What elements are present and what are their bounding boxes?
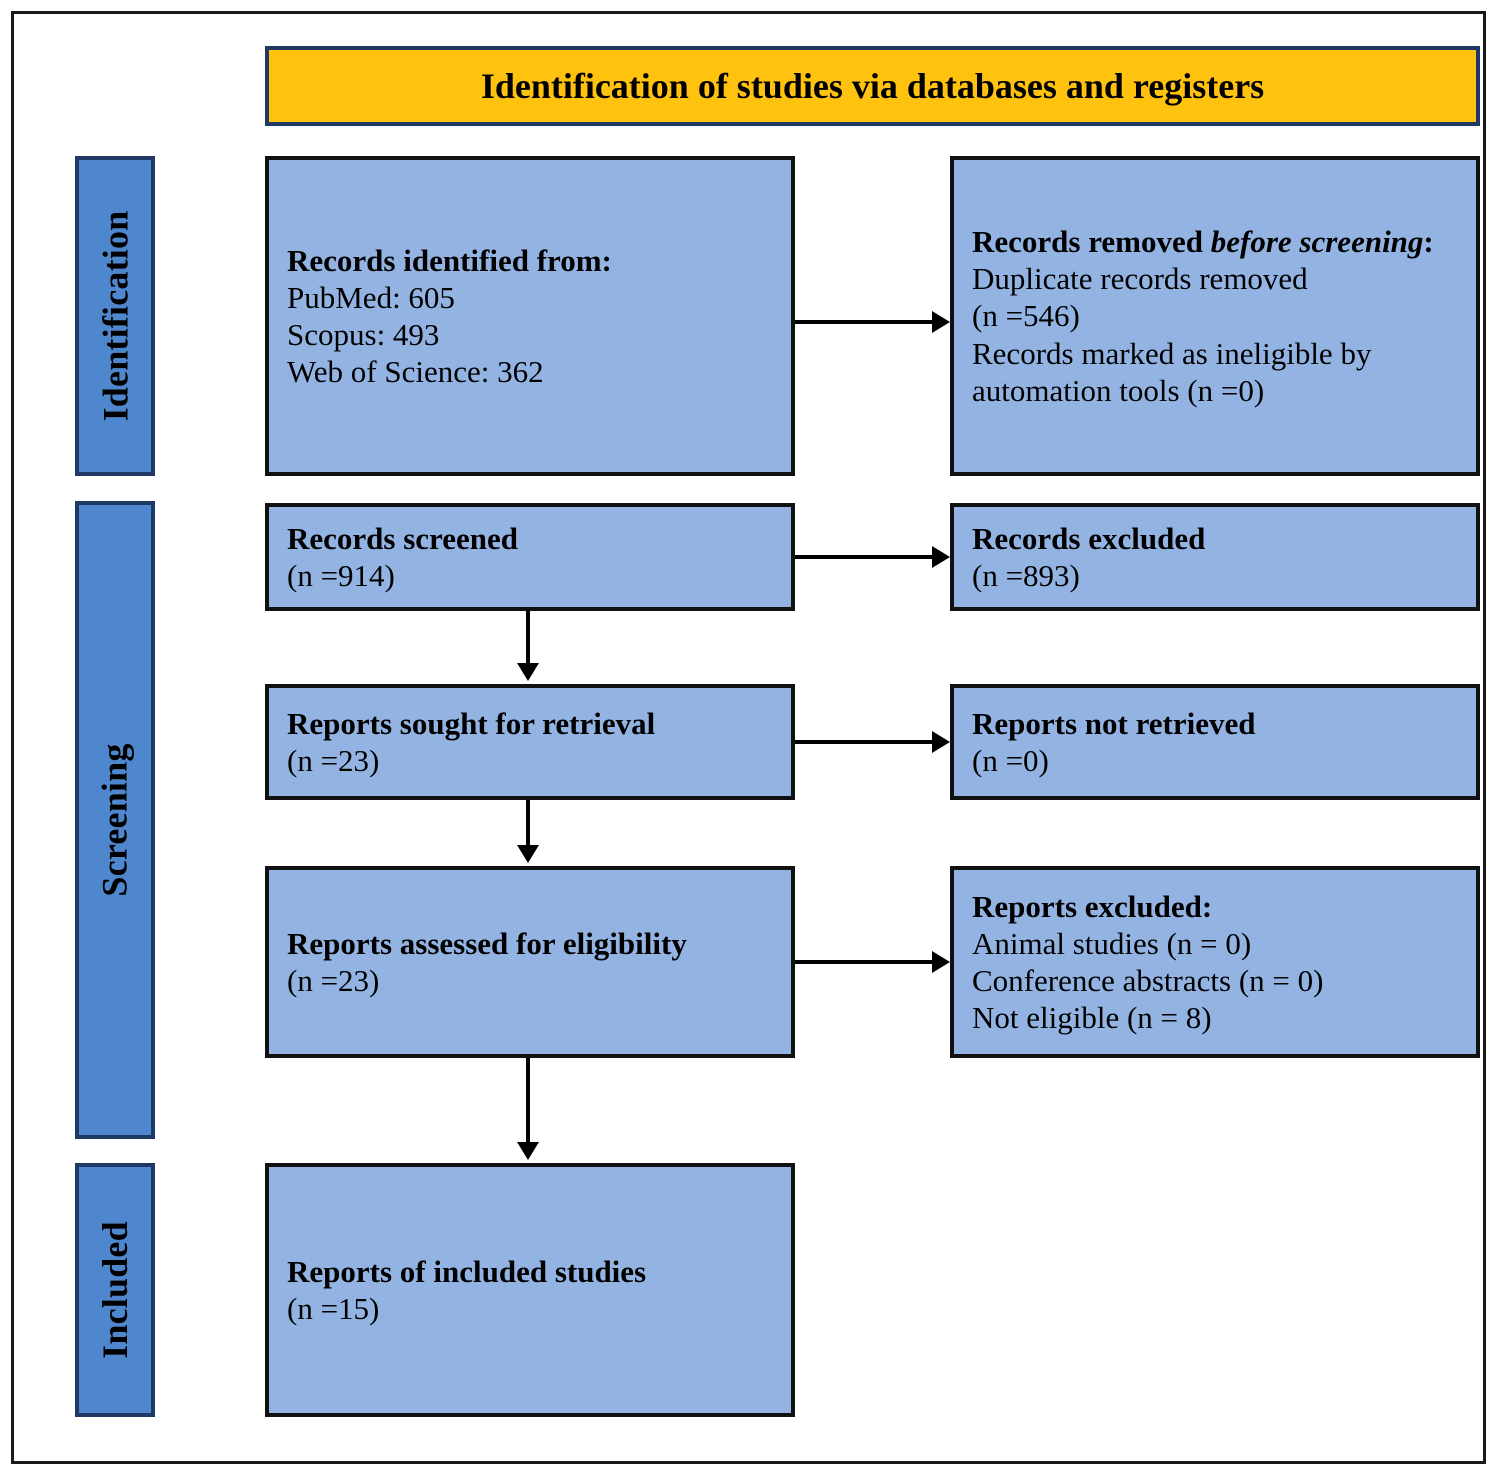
connector-sought-to-assessed	[526, 800, 530, 848]
diagram-banner: Identification of studies via databases …	[265, 46, 1480, 126]
reports-sought-count: (n =23)	[287, 743, 380, 778]
node-reports-assessed-for-eligibility: Reports assessed for eligibility (n =23)	[265, 866, 795, 1058]
arrowhead-assessed-to-excluded	[932, 951, 950, 973]
reports-not-retrieved-count: (n =0)	[972, 743, 1049, 778]
phase-label-screening: Screening	[95, 743, 136, 897]
records-excluded-heading: Records excluded	[972, 520, 1206, 556]
arrowhead-sought-to-assessed	[517, 845, 539, 863]
reports-sought-heading: Reports sought for retrieval	[287, 705, 656, 741]
reports-assessed-heading: Reports assessed for eligibility	[287, 925, 687, 961]
node-records-removed-before-screening: Records removed before screening: Duplic…	[950, 156, 1480, 476]
node-records-identified: Records identified from: PubMed: 605 Sco…	[265, 156, 795, 476]
records-identified-heading: Records identified from:	[287, 242, 612, 278]
records-screened-heading: Records screened	[287, 520, 519, 556]
phase-label-identification: Identification	[95, 210, 135, 422]
records-removed-automation-count: automation tools (n =0)	[972, 372, 1265, 408]
records-removed-heading-part1: Records removed	[972, 224, 1211, 260]
connector-sought-to-not-retrieved	[795, 740, 932, 744]
reports-included-heading: Reports of included studies	[287, 1253, 647, 1289]
records-removed-duplicates-label: Duplicate records removed	[972, 261, 1308, 297]
reports-excluded-animal-studies: Animal studies (n = 0)	[972, 925, 1252, 961]
records-removed-duplicates-count: (n =546)	[972, 298, 1080, 334]
arrowhead-sought-to-not-retrieved	[932, 731, 950, 753]
arrowhead-screened-to-sought	[517, 663, 539, 681]
banner-title: Identification of studies via databases …	[480, 66, 1265, 106]
records-identified-source-wos: Web of Science: 362	[287, 354, 544, 390]
node-reports-sought-for-retrieval: Reports sought for retrieval (n =23)	[265, 684, 795, 800]
records-excluded-count: (n =893)	[972, 558, 1080, 593]
records-removed-heading: Records removed before screening:	[972, 223, 1462, 260]
node-reports-excluded: Reports excluded: Animal studies (n = 0)…	[950, 866, 1480, 1058]
connector-screened-to-excluded	[795, 555, 932, 559]
records-identified-source-scopus: Scopus: 493	[287, 317, 440, 352]
connector-screened-to-sought	[526, 611, 530, 666]
connector-identified-to-removed	[795, 320, 932, 324]
node-reports-not-retrieved: Reports not retrieved (n =0)	[950, 684, 1480, 800]
records-screened-count: (n =914)	[287, 558, 395, 593]
connector-assessed-to-included	[526, 1058, 530, 1145]
records-identified-source-pubmed: PubMed: 605	[287, 279, 455, 315]
arrowhead-screened-to-excluded	[932, 546, 950, 568]
reports-assessed-count: (n =23)	[287, 963, 380, 998]
node-records-screened: Records screened (n =914)	[265, 503, 795, 611]
connector-assessed-to-excluded	[795, 960, 932, 964]
phase-bar-identification: Identification	[75, 156, 155, 476]
reports-excluded-not-eligible: Not eligible (n = 8)	[972, 1000, 1212, 1036]
arrowhead-assessed-to-included	[517, 1142, 539, 1160]
records-removed-heading-part3: :	[1423, 224, 1434, 260]
reports-excluded-heading: Reports excluded:	[972, 888, 1213, 924]
node-records-excluded: Records excluded (n =893)	[950, 503, 1480, 611]
reports-not-retrieved-heading: Reports not retrieved	[972, 705, 1256, 741]
arrowhead-identified-to-removed	[932, 311, 950, 333]
phase-bar-screening: Screening	[75, 501, 155, 1139]
records-removed-automation-label: Records marked as ineligible by	[972, 335, 1372, 371]
node-reports-of-included-studies: Reports of included studies (n =15)	[265, 1163, 795, 1417]
reports-included-count: (n =15)	[287, 1291, 380, 1326]
phase-label-included: Included	[95, 1221, 135, 1359]
phase-bar-included: Included	[75, 1163, 155, 1417]
reports-excluded-conference-abstracts: Conference abstracts (n = 0)	[972, 963, 1324, 998]
records-removed-heading-part2: before screening	[1210, 224, 1424, 260]
